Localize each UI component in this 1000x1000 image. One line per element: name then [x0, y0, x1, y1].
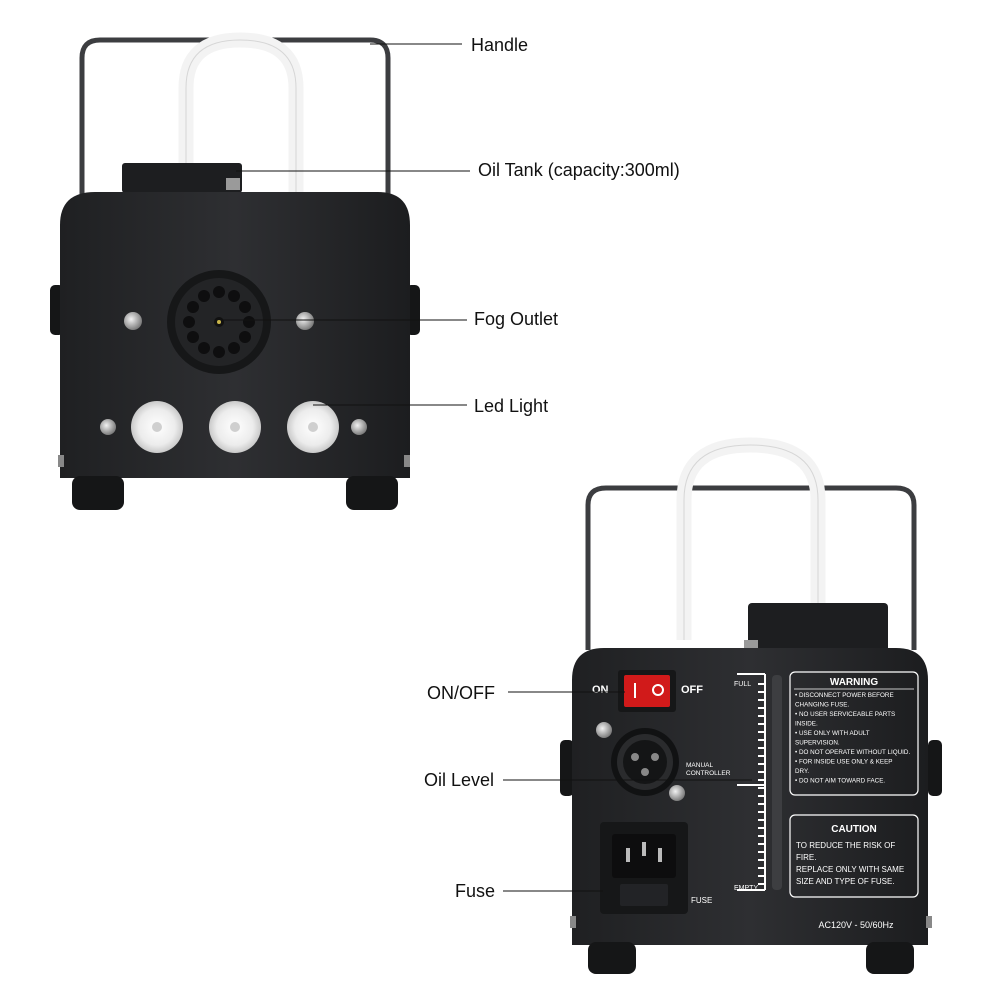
fog-hole	[183, 316, 195, 328]
gauge-empty-label: EMPTY	[734, 885, 758, 892]
fog-hole	[239, 301, 251, 313]
fog-hole	[228, 290, 240, 302]
manual-label-line1: MANUAL	[686, 762, 713, 769]
back-foot-right	[866, 942, 914, 974]
panel-text-line: SIZE AND TYPE OF FUSE.	[796, 877, 895, 886]
panel-text-line: TO REDUCE THE RISK OF	[796, 841, 895, 850]
back-right-knob	[928, 740, 942, 796]
fog-hole	[239, 331, 251, 343]
switch-on-label: ON	[592, 684, 609, 696]
warning-box	[789, 671, 919, 796]
fog-hole	[187, 301, 199, 313]
fog-hole	[187, 331, 199, 343]
front-foot-left	[72, 476, 124, 510]
fog-hole	[228, 342, 240, 354]
front-view	[50, 32, 420, 510]
panel-text-line: • NO USER SERVICEABLE PARTS	[795, 711, 895, 718]
screw	[124, 312, 142, 330]
panel-text-line: INSIDE.	[795, 721, 818, 728]
caution-lines: TO REDUCE THE RISK OF FIRE. REPLACE ONLY W…	[796, 841, 904, 886]
back-left-knob	[560, 740, 574, 796]
fog-hole	[243, 316, 255, 328]
screw	[669, 785, 685, 801]
callout-oil-tank: Oil Tank (capacity:300ml)	[478, 160, 680, 180]
front-foot-right	[346, 476, 398, 510]
fog-hole	[213, 286, 225, 298]
panel-text-line: • FOR INSIDE USE ONLY & KEEP	[795, 759, 893, 766]
panel-text-line: FIRE.	[796, 853, 816, 862]
caution-box	[789, 814, 919, 898]
screw	[351, 419, 367, 435]
panel-text-line: REPLACE ONLY WITH SAME	[796, 865, 904, 874]
callout-handle: Handle	[471, 35, 529, 55]
leader-lines	[223, 43, 752, 892]
callout-fog-outlet: Fog Outlet	[474, 309, 559, 329]
screw	[296, 312, 314, 330]
fuse-label: FUSE	[691, 896, 712, 905]
fog-outlet-holes	[183, 286, 255, 358]
switch-off-label: OFF	[681, 684, 703, 696]
oil-level-window	[772, 675, 782, 890]
fog-hole	[213, 346, 225, 358]
panel-text-line: • DO NOT AIM TOWARD FACE.	[795, 778, 885, 785]
back-foot-left	[588, 942, 636, 974]
gauge-full-label: FULL	[734, 681, 751, 688]
warning-lines: • DISCONNECT POWER BEFORE CHANGING FUSE.…	[795, 692, 910, 785]
callout-oil-level: Oil Level	[424, 770, 495, 790]
panel-text-line: DRY.	[795, 768, 809, 775]
panel-text-line: • DISCONNECT POWER BEFORE	[795, 692, 894, 699]
oil-level-ticks	[758, 683, 765, 885]
fog-hole	[198, 290, 210, 302]
manual-label-line2: CONTROLLER	[686, 770, 731, 777]
back-view: ON OFF MANUAL CONTROLLER FUSE FULL EMPTY…	[560, 437, 942, 974]
caution-title: CAUTION	[831, 824, 877, 835]
callout-on-off: ON/OFF	[427, 683, 495, 703]
front-oil-tank	[122, 163, 242, 193]
panel-text-line: • DO NOT OPERATE WITHOUT LIQUID.	[795, 749, 910, 756]
warning-title: WARNING	[830, 677, 879, 688]
voltage-label: AC120V - 50/60Hz	[818, 920, 894, 930]
screw	[596, 722, 612, 738]
back-frame-handle	[585, 485, 917, 650]
fog-hole	[198, 342, 210, 354]
panel-text-line: SUPERVISION.	[795, 740, 840, 747]
back-oil-tank	[748, 603, 888, 653]
fuse-drawer[interactable]	[620, 884, 668, 906]
panel-text-line: • USE ONLY WITH ADULT	[795, 730, 870, 737]
callout-led-light: Led Light	[474, 396, 549, 416]
screw	[100, 419, 116, 435]
callout-fuse: Fuse	[455, 881, 496, 901]
panel-text-line: CHANGING FUSE.	[795, 702, 849, 709]
